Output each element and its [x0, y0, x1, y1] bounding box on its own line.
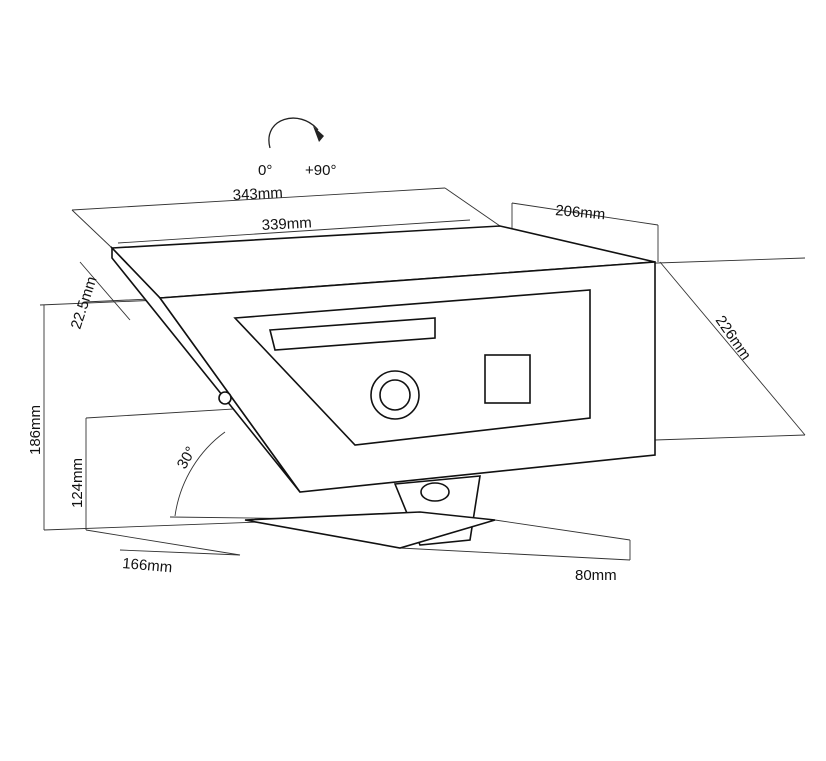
- tablet-enclosure: [110, 225, 656, 493]
- lock-module: [484, 354, 531, 404]
- dim-base-width: 80mm: [575, 567, 617, 584]
- keyhole-icon: [218, 391, 232, 405]
- dim-diagonal-height: 226mm: [712, 313, 755, 364]
- rotation-arrow-icon: [268, 117, 324, 149]
- dim-outer-width: 343mm: [232, 184, 283, 204]
- dim-inner-width: 339mm: [261, 214, 312, 234]
- stand: [244, 475, 496, 549]
- dim-low-height: 124mm: [69, 458, 86, 508]
- dim-depth: 206mm: [555, 202, 606, 223]
- rotation-end-label: +90°: [305, 162, 336, 179]
- dim-base-length: 166mm: [122, 555, 173, 576]
- dim-total-height: 186mm: [27, 405, 44, 455]
- rotation-start-label: 0°: [258, 162, 272, 179]
- dim-tilt-angle: 30°: [174, 444, 200, 472]
